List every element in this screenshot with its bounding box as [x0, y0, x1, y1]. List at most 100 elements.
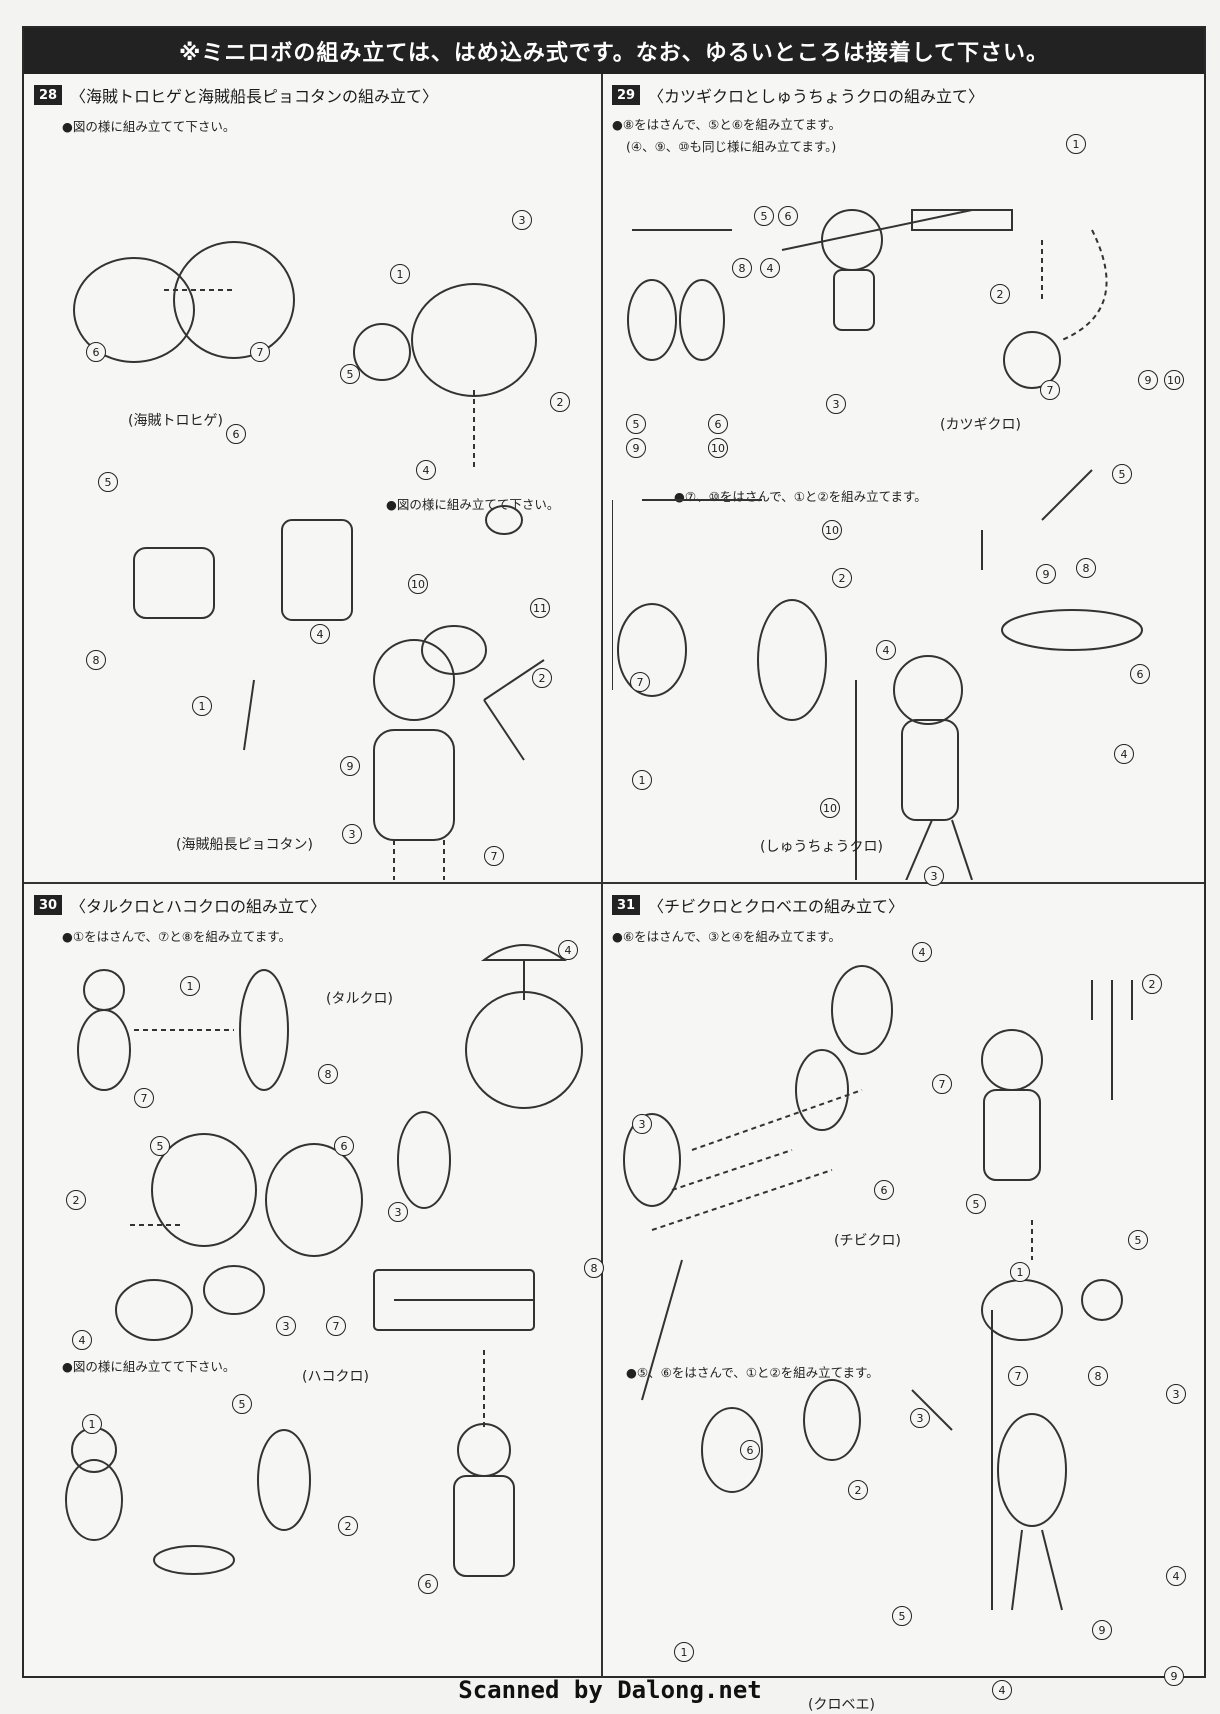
part-callout: 2	[532, 668, 552, 688]
part-callout: 5	[1128, 1230, 1148, 1250]
step-title: 〈タルクロとハコクロの組み立て〉	[70, 897, 327, 916]
part-callout: 4	[760, 258, 780, 278]
part-callout: 1	[674, 1642, 694, 1662]
part-callout: 2	[550, 392, 570, 412]
step-number: 28	[34, 85, 62, 105]
part-callout: 10	[1164, 370, 1184, 390]
part-callout: 4	[1114, 744, 1134, 764]
part-callout: 1	[1010, 1262, 1030, 1282]
part-callout: 1	[82, 1414, 102, 1434]
step-title: 〈海賊トロヒゲと海賊船長ピョコタンの組み立て〉	[70, 87, 439, 106]
step-header: 28 〈海賊トロヒゲと海賊船長ピョコタンの組み立て〉	[34, 80, 594, 110]
instruction-sheet: ※ミニロボの組み立ては、はめ込み式です。なお、ゆるいところは接着して下さい。 2…	[22, 26, 1206, 1713]
part-callout: 6	[418, 1574, 438, 1594]
part-callout: 10	[820, 798, 840, 818]
note: ●⑥をはさんで、③と④を組み立てます。	[612, 929, 842, 944]
part-callout: 5	[966, 1194, 986, 1214]
figure-caption: (しゅうちょうクロ)	[760, 839, 883, 855]
step-28-panel: 28 〈海賊トロヒゲと海賊船長ピョコタンの組み立て〉 ●図の様に組み立てて下さい…	[34, 80, 594, 880]
part-callout: 3	[342, 824, 362, 844]
part-callout: 10	[408, 574, 428, 594]
part-callout: 5	[1112, 464, 1132, 484]
step-number: 31	[612, 895, 640, 915]
note: ●図の様に組み立てて下さい。	[62, 1359, 236, 1374]
figure-caption: (ハコクロ)	[302, 1369, 369, 1385]
part-callout: 4	[310, 624, 330, 644]
part-callout: 4	[876, 640, 896, 660]
part-callout: 5	[150, 1136, 170, 1156]
figure-caption: (海賊船長ピョコタン)	[176, 837, 313, 853]
step-29-panel: 29 〈カツギクロとしゅうちょうクロの組み立て〉 ●⑧をはさんで、⑤と⑥を組み立…	[612, 80, 1202, 886]
part-callout: 2	[832, 568, 852, 588]
part-callout: 9	[1036, 564, 1056, 584]
part-callout: 9	[1092, 1620, 1112, 1640]
part-callout: 7	[134, 1088, 154, 1108]
part-callout: 8	[732, 258, 752, 278]
note: ●⑤、⑥をはさんで、①と②を組み立てます。	[626, 1365, 879, 1380]
part-callout: 2	[848, 1480, 868, 1500]
figure-caption: (タルクロ)	[326, 991, 393, 1007]
part-callout: 7	[484, 846, 504, 866]
part-callout: 4	[416, 460, 436, 480]
note: (④、⑨、⑩も同じ様に組み立てます。)	[626, 139, 837, 154]
part-callout: 5	[232, 1394, 252, 1414]
part-callout: 6	[708, 414, 728, 434]
part-callout: 9	[1138, 370, 1158, 390]
part-callout: 8	[86, 650, 106, 670]
part-callout: 11	[530, 598, 550, 618]
part-callout: 9	[1164, 1666, 1184, 1686]
step-header: 29 〈カツギクロとしゅうちょうクロの組み立て〉	[612, 80, 1202, 110]
part-callout: 1	[632, 770, 652, 790]
spear-figure	[623, 965, 1133, 1611]
part-callout: 6	[334, 1136, 354, 1156]
part-callout: 3	[276, 1316, 296, 1336]
figure-caption: (チビクロ)	[834, 1233, 901, 1249]
note: ●図の様に組み立てて下さい。	[386, 497, 560, 512]
part-callout: 3	[512, 210, 532, 230]
vertical-divider	[601, 74, 603, 1678]
part-callout: 6	[874, 1180, 894, 1200]
part-callout: 10	[822, 520, 842, 540]
part-callout: 3	[924, 866, 944, 886]
part-callout: 6	[740, 1440, 760, 1460]
part-callout: 5	[98, 472, 118, 492]
step-number: 29	[612, 85, 640, 105]
part-callout: 7	[1040, 380, 1060, 400]
step-header: 31 〈チビクロとクロベエの組み立て〉	[612, 890, 1202, 920]
part-callout: 2	[338, 1516, 358, 1536]
part-callout: 8	[318, 1064, 338, 1084]
part-callout: 2	[990, 284, 1010, 304]
part-callout: 5	[626, 414, 646, 434]
part-callout: 7	[932, 1074, 952, 1094]
part-callout: 9	[626, 438, 646, 458]
scan-credit: Scanned by Dalong.net	[458, 1676, 762, 1704]
step-30-panel: 30 〈タルクロとハコクロの組み立て〉 ●①をはさんで、⑦と⑧を組み立てます。 …	[34, 890, 604, 1676]
part-callout: 7	[326, 1316, 346, 1336]
part-callout: 8	[584, 1258, 604, 1278]
part-callout: 6	[86, 342, 106, 362]
note: ●①をはさんで、⑦と⑧を組み立てます。	[62, 929, 292, 944]
part-callout: 8	[1076, 558, 1096, 578]
part-callout: 2	[1142, 974, 1162, 994]
part-callout: 10	[708, 438, 728, 458]
step-header: 30 〈タルクロとハコクロの組み立て〉	[34, 890, 594, 920]
part-callout: 3	[388, 1202, 408, 1222]
banner: ※ミニロボの組み立ては、はめ込み式です。なお、ゆるいところは接着して下さい。	[24, 28, 1204, 74]
part-callout: 6	[1130, 664, 1150, 684]
part-callout: 1	[390, 264, 410, 284]
part-callout: 1	[192, 696, 212, 716]
figure-caption: (海賊トロヒゲ)	[128, 413, 223, 429]
horizontal-divider	[24, 882, 1204, 884]
part-callout: 3	[632, 1114, 652, 1134]
part-callout: 6	[778, 206, 798, 226]
part-callout: 5	[754, 206, 774, 226]
part-callout: 1	[1066, 134, 1086, 154]
part-callout: 8	[1088, 1366, 1108, 1386]
part-callout: 2	[66, 1190, 86, 1210]
tribal-robot-figure	[612, 209, 1143, 880]
figure-caption: (カツギクロ)	[940, 417, 1021, 433]
barrel-figure	[65, 944, 583, 1577]
step-number: 30	[34, 895, 62, 915]
part-callout: 7	[250, 342, 270, 362]
step-title: 〈チビクロとクロベエの組み立て〉	[648, 897, 905, 916]
